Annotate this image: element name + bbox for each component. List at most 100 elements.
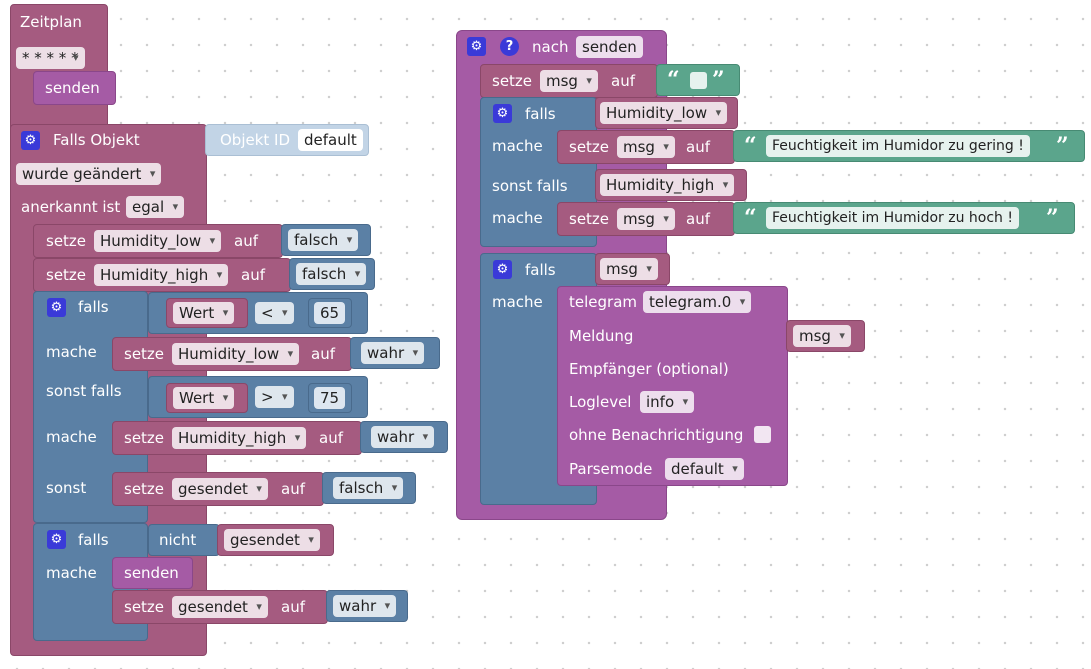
gear-icon[interactable]: ⚙ — [21, 131, 40, 150]
do-label: mache — [46, 564, 97, 582]
bool-false-block[interactable]: falsch — [289, 258, 375, 290]
text-high-block[interactable]: “ Feuchtigkeit im Humidor zu hoch ! ” — [733, 202, 1075, 234]
var-dropdown[interactable]: Humidity_high — [94, 264, 229, 286]
text-low-block[interactable]: “ Feuchtigkeit im Humidor zu gering ! ” — [733, 130, 1085, 162]
number-block[interactable]: 65 — [308, 298, 352, 328]
object-id-field[interactable]: default — [298, 129, 363, 151]
bool-false-block[interactable]: falsch — [322, 472, 416, 504]
var-dropdown[interactable]: msg — [540, 70, 598, 92]
bool-true-block[interactable]: wahr — [350, 337, 440, 369]
loglevel-label: Loglevel — [569, 393, 632, 411]
compare-operator-dropdown[interactable]: < — [255, 302, 294, 324]
ack-label: anerkannt ist — [21, 198, 121, 216]
var-dropdown[interactable]: gesendet — [172, 596, 268, 618]
value-getter-block[interactable]: Wert — [166, 298, 248, 328]
cond-humidity-high-block[interactable]: Humidity_high — [595, 169, 747, 201]
var-dropdown[interactable]: gesendet — [224, 529, 320, 551]
to-label: auf — [234, 232, 258, 250]
set-sent-true-block[interactable]: setze gesendet auf — [112, 590, 328, 624]
elseif-label: sonst falls — [492, 177, 568, 195]
bool-dropdown[interactable]: wahr — [361, 342, 425, 364]
bool-dropdown[interactable]: falsch — [333, 477, 404, 499]
compare-operator-dropdown[interactable]: > — [255, 386, 294, 408]
telegram-label: telegram — [569, 293, 637, 311]
do-label: mache — [46, 428, 97, 446]
loglevel-dropdown[interactable]: info — [640, 391, 695, 413]
help-icon[interactable]: ? — [500, 37, 519, 56]
set-msg-high-block[interactable]: setze msg auf — [557, 202, 735, 236]
parsemode-label: Parsemode — [569, 460, 653, 478]
set-humidity-low-true-block[interactable]: setze Humidity_low auf — [112, 337, 352, 371]
var-dropdown[interactable]: Humidity_high — [600, 174, 735, 196]
if-humidity-block[interactable]: ⚙ falls mache sonst falls mache — [480, 97, 597, 247]
set-label: setze — [124, 345, 165, 363]
bool-false-block[interactable]: falsch — [281, 224, 371, 256]
function-name-field[interactable]: senden — [576, 36, 643, 58]
to-label: auf — [281, 598, 305, 616]
set-msg-empty-block[interactable]: setze msg auf — [480, 64, 658, 98]
text-field[interactable] — [690, 72, 707, 89]
not-block[interactable]: nicht — [148, 524, 220, 556]
cron-dropdown[interactable]: * * * * * — [16, 47, 85, 69]
message-label: Meldung — [569, 327, 634, 345]
cond-humidity-low-block[interactable]: Humidity_low — [595, 97, 738, 129]
number-field[interactable]: 65 — [314, 302, 346, 324]
send-call-block[interactable]: senden — [112, 557, 193, 589]
var-dropdown[interactable]: gesendet — [172, 478, 268, 500]
cond-msg-block[interactable]: msg — [595, 253, 670, 285]
set-msg-low-block[interactable]: setze msg auf — [557, 130, 735, 164]
value-dropdown[interactable]: Wert — [173, 302, 235, 324]
if-elseif-block[interactable]: ⚙ falls mache sonst falls mache sonst — [33, 291, 148, 523]
gear-icon[interactable]: ⚙ — [47, 298, 66, 317]
var-dropdown[interactable]: Humidity_low — [94, 230, 222, 252]
silent-checkbox[interactable] — [754, 426, 771, 443]
var-dropdown[interactable]: Humidity_low — [600, 102, 728, 124]
bool-true-block[interactable]: wahr — [326, 590, 408, 622]
gear-icon[interactable]: ⚙ — [467, 37, 486, 56]
gear-icon[interactable]: ⚙ — [493, 104, 512, 123]
var-dropdown[interactable]: msg — [617, 136, 675, 158]
telegram-block[interactable]: telegram telegram.0 Meldung Empfänger (o… — [557, 286, 788, 486]
elseif-label: sonst falls — [46, 382, 122, 400]
var-dropdown[interactable]: msg — [793, 325, 851, 347]
set-humidity-high-block[interactable]: setze Humidity_high auf — [33, 258, 291, 292]
var-dropdown[interactable]: msg — [600, 258, 658, 280]
var-dropdown[interactable]: Humidity_low — [172, 343, 300, 365]
value-dropdown[interactable]: Wert — [173, 387, 235, 409]
message-var-block[interactable]: msg — [786, 320, 865, 352]
bool-dropdown[interactable]: falsch — [296, 263, 367, 285]
var-dropdown[interactable]: msg — [617, 208, 675, 230]
text-empty-block[interactable]: “ ” — [656, 64, 740, 96]
number-field[interactable]: 75 — [314, 387, 346, 409]
ack-dropdown[interactable]: egal — [126, 196, 185, 218]
to-label: auf — [311, 345, 335, 363]
schedule-block[interactable]: Zeitplan * * * * * — [10, 4, 108, 128]
text-field[interactable]: Feuchtigkeit im Humidor zu hoch ! — [766, 207, 1019, 229]
do-label: mache — [492, 137, 543, 155]
if-label: falls — [78, 298, 109, 316]
var-dropdown[interactable]: Humidity_high — [172, 427, 307, 449]
bool-dropdown[interactable]: falsch — [288, 229, 359, 251]
var-getter-block[interactable]: gesendet — [217, 524, 334, 556]
value-getter-block[interactable]: Wert — [166, 383, 248, 413]
set-humidity-high-true-block[interactable]: setze Humidity_high auf — [112, 421, 362, 455]
to-label: auf — [686, 138, 710, 156]
object-id-block[interactable]: Objekt ID default — [205, 124, 369, 156]
telegram-instance-dropdown[interactable]: telegram.0 — [643, 291, 752, 313]
do-label: mache — [46, 343, 97, 361]
send-call-block[interactable]: senden — [33, 71, 116, 105]
number-block[interactable]: 75 — [308, 383, 352, 413]
set-humidity-low-block[interactable]: setze Humidity_low auf — [33, 224, 283, 258]
bool-dropdown[interactable]: wahr — [333, 595, 397, 617]
gear-icon[interactable]: ⚙ — [47, 530, 66, 549]
set-sent-false-block[interactable]: setze gesendet auf — [112, 472, 324, 506]
open-quote-icon: “ — [667, 67, 680, 93]
gear-icon[interactable]: ⚙ — [493, 260, 512, 279]
parsemode-dropdown[interactable]: default — [665, 458, 744, 480]
text-field[interactable]: Feuchtigkeit im Humidor zu gering ! — [766, 135, 1030, 157]
object-id-label: Objekt ID — [220, 131, 291, 149]
bool-dropdown[interactable]: wahr — [371, 426, 435, 448]
bool-true-block[interactable]: wahr — [360, 421, 448, 453]
changed-dropdown[interactable]: wurde geändert — [16, 163, 162, 185]
to-label: auf — [281, 480, 305, 498]
